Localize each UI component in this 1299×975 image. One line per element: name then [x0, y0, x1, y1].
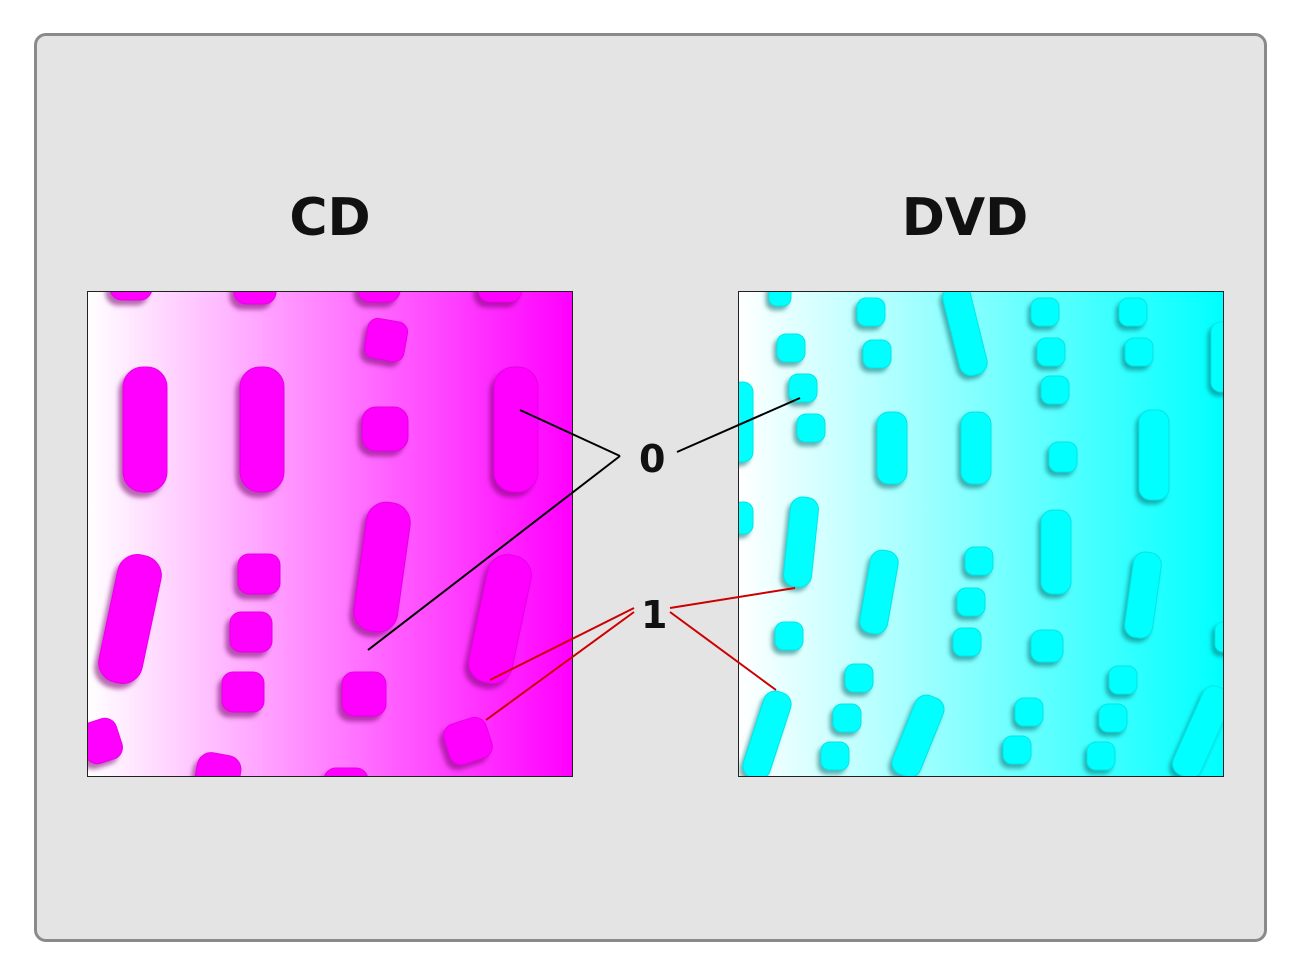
- cd-pit: [341, 671, 387, 717]
- dvd-pit: [1040, 375, 1070, 405]
- cd-title: CD: [289, 188, 371, 248]
- zero-leader-line: [367, 455, 621, 651]
- cd-surface-gradient: [88, 292, 572, 776]
- dvd-pit: [1108, 665, 1138, 695]
- dvd-pit: [942, 292, 988, 376]
- dvd-pit: [1030, 297, 1060, 327]
- dvd-title: DVD: [901, 188, 1029, 248]
- dvd-pit: [1036, 337, 1066, 367]
- cd-pit: [229, 611, 273, 653]
- cd-pit: [324, 767, 368, 776]
- dvd-pit: [876, 411, 908, 485]
- cd-pit: [233, 292, 277, 305]
- dvd-pit: [862, 339, 892, 369]
- dvd-pit: [1214, 621, 1223, 653]
- dvd-pit: [1002, 735, 1032, 765]
- dvd-pit-surface: [738, 291, 1224, 777]
- dvd-pit: [739, 501, 754, 535]
- dvd-pit: [742, 690, 792, 776]
- dvd-pit: [1098, 703, 1128, 733]
- dvd-pit: [1118, 297, 1148, 327]
- dvd-pit-svg: [739, 292, 1223, 776]
- dvd-pit: [952, 627, 982, 657]
- dvd-pit: [1124, 551, 1162, 639]
- dvd-pit: [856, 297, 886, 327]
- cd-pit: [239, 366, 285, 493]
- cd-pit: [477, 292, 523, 303]
- cd-pit: [493, 366, 539, 493]
- dvd-pit: [1172, 685, 1223, 776]
- dvd-pit: [1086, 741, 1116, 771]
- cd-pit: [443, 716, 493, 766]
- dvd-pit: [1030, 629, 1064, 663]
- cd-pit: [357, 292, 401, 303]
- cd-pit: [237, 553, 281, 595]
- dvd-pit: [964, 546, 994, 576]
- dvd-pit: [1124, 337, 1154, 367]
- one-leader-line: [669, 611, 777, 691]
- dvd-pit: [783, 496, 819, 588]
- dvd-pit: [796, 413, 826, 443]
- dvd-pit: [891, 694, 945, 776]
- one-leader-line: [489, 607, 635, 681]
- zero-label: 0: [639, 437, 666, 481]
- cd-pit: [221, 671, 265, 713]
- cd-pit: [122, 366, 168, 493]
- zero-leader-line: [519, 409, 621, 457]
- cd-pit: [468, 554, 532, 684]
- cd-pit-svg: [88, 292, 572, 776]
- cd-pit: [194, 752, 242, 776]
- cd-pit: [361, 406, 409, 452]
- dvd-pit: [1014, 697, 1044, 727]
- cd-pit-surface: [87, 291, 573, 777]
- cd-pit: [110, 292, 152, 301]
- cd-pit: [363, 317, 409, 363]
- zero-leader-line: [676, 397, 801, 453]
- dvd-pit: [956, 587, 986, 617]
- dvd-pit: [1048, 441, 1078, 473]
- dvd-pit: [859, 549, 899, 635]
- one-label: 1: [641, 593, 668, 637]
- dvd-pit: [832, 703, 862, 733]
- dvd-pit: [1138, 409, 1170, 501]
- dvd-pit: [768, 292, 792, 307]
- dvd-pit: [844, 663, 874, 693]
- one-leader-line: [669, 587, 796, 609]
- dvd-pit: [1040, 509, 1072, 595]
- dvd-pit: [788, 373, 818, 403]
- dvd-pit: [820, 741, 850, 771]
- dvd-pit: [776, 333, 806, 363]
- dvd-pit: [960, 411, 992, 485]
- dvd-pit: [1210, 321, 1223, 393]
- one-leader-line: [485, 611, 635, 721]
- cd-pit: [353, 501, 411, 633]
- cd-pit: [88, 717, 123, 765]
- cd-pit: [98, 554, 162, 684]
- dvd-pit: [774, 621, 804, 651]
